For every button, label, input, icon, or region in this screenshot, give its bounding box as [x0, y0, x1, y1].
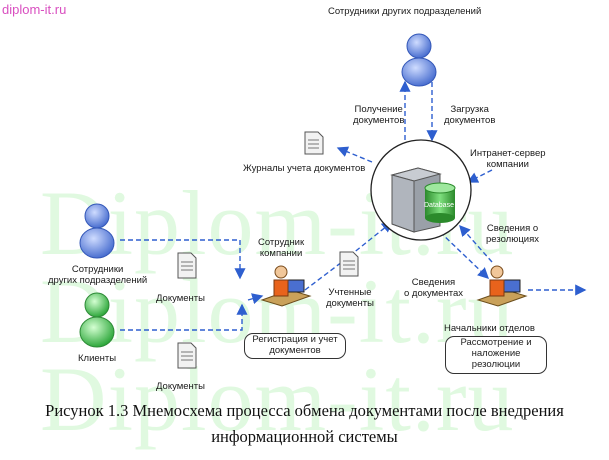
arrow-intranet — [466, 169, 493, 183]
label-registered-docs: Учтенные документы — [326, 287, 374, 309]
label-documents-2: Документы — [156, 381, 205, 392]
arrow-heads-to-server — [459, 224, 493, 263]
label-dept-heads: Начальники отделов — [444, 323, 535, 334]
employee-workstation-icon — [260, 265, 312, 307]
label-left-staff: Сотрудники других подразделений — [48, 264, 148, 286]
document-icon-2 — [177, 342, 197, 369]
arrow-reg-to-employee — [247, 293, 264, 305]
arrow-employee-to-server — [304, 221, 394, 291]
label-doc-info: Сведения о документах — [404, 277, 463, 299]
label-resolution-info: Сведения о резолюциях — [486, 223, 539, 245]
label-upload-docs: Загрузка документов — [444, 104, 496, 126]
left-staff-icon — [79, 203, 115, 259]
document-icon-journals — [304, 131, 324, 155]
figure-caption-line-1: Рисунок 1.3 Мнемосхема процесса обмена д… — [45, 401, 564, 420]
label-receive-docs: Получение документов — [353, 104, 405, 126]
arrow-staff-to-employee — [120, 239, 246, 280]
server-icon — [370, 139, 472, 241]
arrow-clients-to-employee — [120, 303, 248, 331]
registration-box: Регистрация и учет документов — [244, 333, 346, 359]
figure-caption-line-2: информационной системы — [211, 427, 398, 446]
watermark-line-3: Diplom-it.ru — [40, 348, 515, 450]
arrow-to-journals — [336, 146, 373, 163]
review-box: Рассмотрение и наложение резолюции — [445, 336, 547, 374]
top-staff-icon — [401, 33, 437, 87]
label-database: Database — [424, 202, 454, 209]
document-icon-registered — [339, 251, 359, 277]
dept-head-workstation-icon — [476, 265, 528, 307]
document-icon-1 — [177, 252, 197, 279]
label-documents-1: Документы — [156, 293, 205, 304]
site-label: diplom-it.ru — [2, 2, 67, 17]
label-company-employee: Сотрудник компании — [258, 237, 305, 259]
label-clients: Клиенты — [78, 353, 117, 364]
clients-icon — [79, 292, 115, 348]
label-top-staff: Сотрудники других подразделений — [328, 6, 482, 17]
arrow-server-to-heads — [439, 231, 490, 279]
label-journals: Журналы учета документов — [243, 163, 366, 174]
label-intranet-server: Интранет-сервер компании — [470, 148, 546, 170]
